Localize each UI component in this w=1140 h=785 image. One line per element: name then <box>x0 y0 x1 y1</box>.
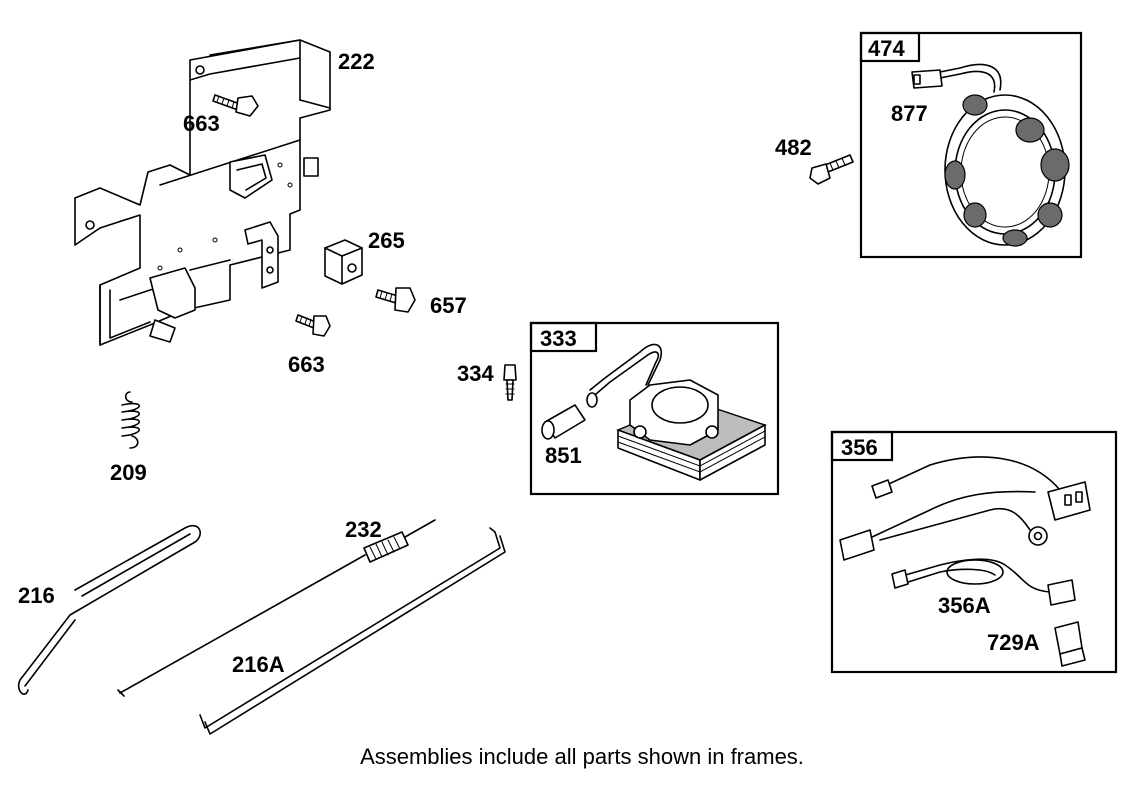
label-663-lower: 663 <box>288 352 325 377</box>
rod-216A <box>199 527 506 735</box>
label-356A: 356A <box>938 593 991 618</box>
label-265: 265 <box>368 228 405 253</box>
label-216A: 216A <box>232 652 285 677</box>
screw-657 <box>375 287 416 313</box>
frame-label-356: 356 <box>841 435 878 460</box>
label-216: 216 <box>18 583 55 608</box>
label-232: 232 <box>345 517 382 542</box>
label-657: 657 <box>430 293 467 318</box>
label-222: 222 <box>338 49 375 74</box>
label-334: 334 <box>457 361 494 386</box>
screw-663-top <box>212 94 259 117</box>
clip-265 <box>324 239 363 285</box>
frame-356 <box>830 430 1118 674</box>
bolt-482 <box>809 154 854 185</box>
label-482: 482 <box>775 135 812 160</box>
label-877: 877 <box>891 101 928 126</box>
frame-474 <box>859 31 1083 259</box>
label-851: 851 <box>545 443 582 468</box>
frame-label-474: 474 <box>868 36 905 61</box>
spring-209 <box>121 391 141 449</box>
rod-216 <box>17 525 201 695</box>
screw-334 <box>503 364 517 401</box>
control-bracket-222 <box>74 39 331 346</box>
label-663-top: 663 <box>183 111 220 136</box>
diagram-caption: Assemblies include all parts shown in fr… <box>360 744 804 769</box>
label-729A: 729A <box>987 630 1040 655</box>
frame-333 <box>529 321 780 496</box>
spring-232 <box>117 519 436 697</box>
screw-663-lower <box>295 314 331 337</box>
frame-label-333: 333 <box>540 326 577 351</box>
label-209: 209 <box>110 460 147 485</box>
